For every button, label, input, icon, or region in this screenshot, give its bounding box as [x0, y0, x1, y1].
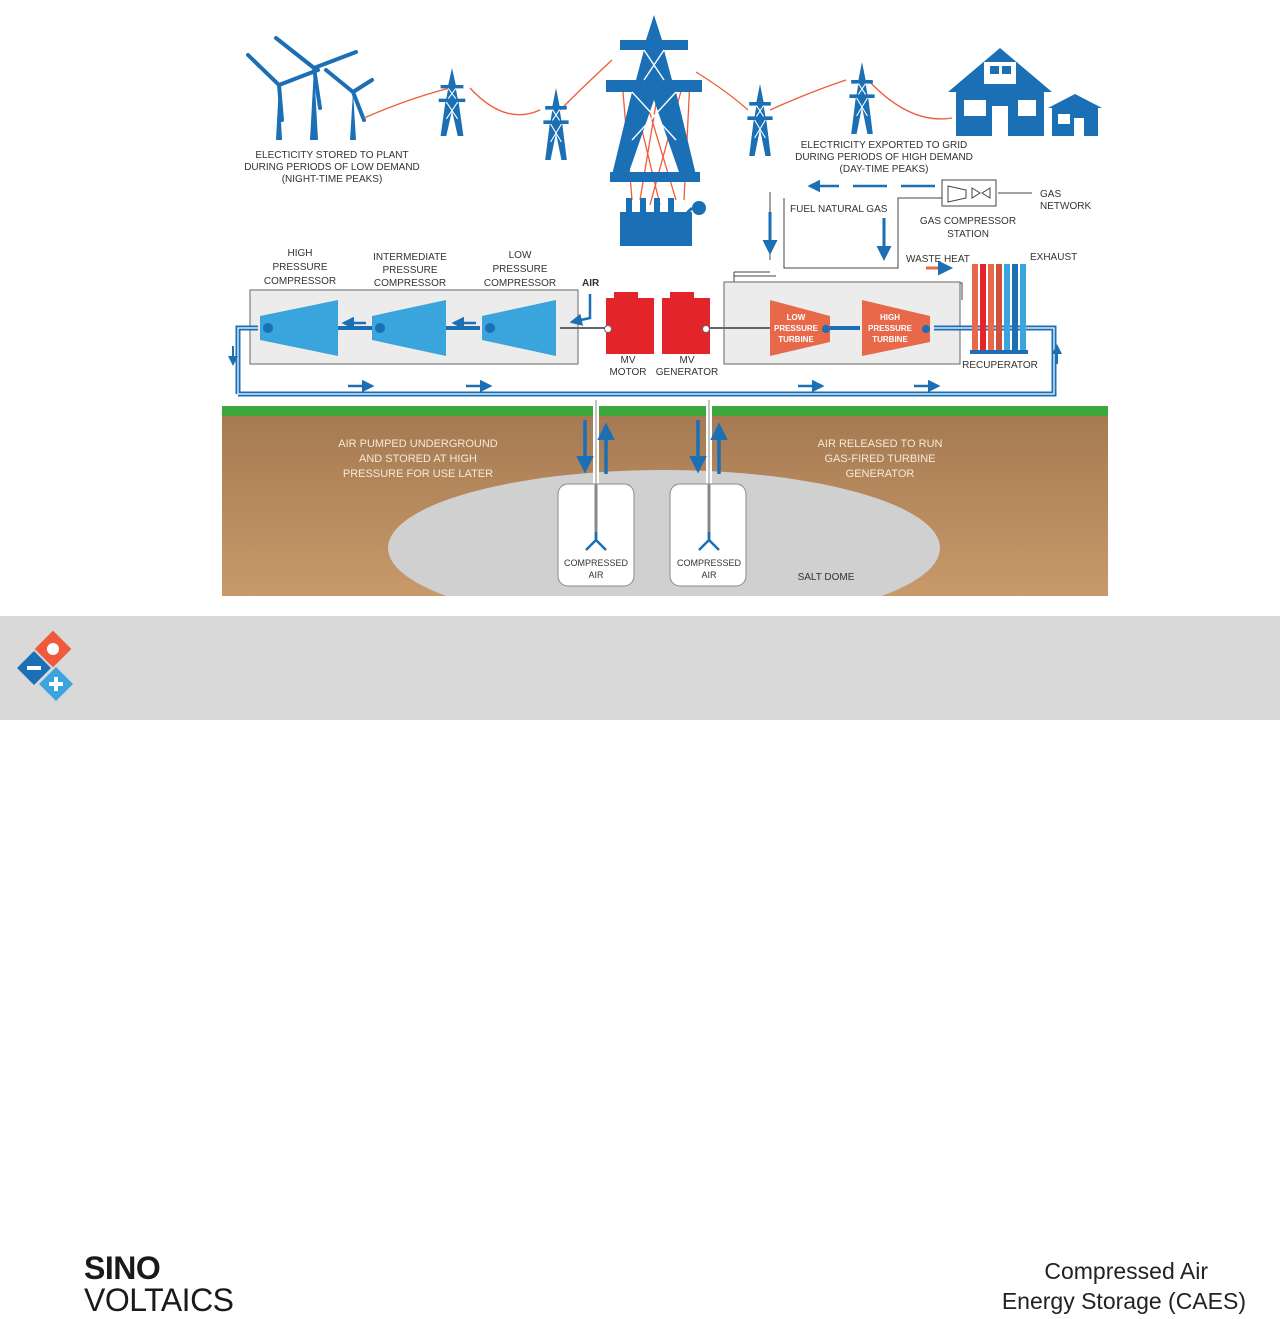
ip-compressor-label-1: INTERMEDIATE [373, 252, 447, 263]
exported-label-3: (DAY-TIME PEAKS) [840, 164, 929, 175]
pylon-main [606, 15, 702, 182]
ip-compressor-label-3: COMPRESSOR [374, 278, 446, 289]
salt-dome [388, 470, 940, 616]
high-pressure-turbine [862, 300, 930, 356]
hp-turbine-label-3: TURBINE [872, 335, 908, 344]
footer-bar: SINO VOLTAICS Compressed Air Energy Stor… [0, 616, 1280, 1318]
cavern-right-label-1: COMPRESSED [677, 558, 742, 568]
gas-station-label-1: GAS COMPRESSOR [920, 216, 1016, 227]
low-pressure-turbine [770, 300, 830, 356]
salt-dome-label: SALT DOME [798, 572, 855, 583]
exported-label-1: ELECTRICITY EXPORTED TO GRID [801, 140, 968, 151]
hp-compressor-label-3: COMPRESSOR [264, 276, 336, 287]
stored-label-2: DURING PERIODS OF LOW DEMAND [244, 162, 420, 173]
lp-compressor-label-2: PRESSURE [492, 264, 547, 275]
released-label-3: GENERATOR [846, 468, 915, 480]
sino-voltaics-logo-icon [17, 630, 73, 701]
motor-label-1: MV [621, 355, 636, 366]
wind-turbine-3 [324, 68, 374, 140]
generator-label-2: GENERATOR [656, 367, 718, 378]
stored-label-1: ELECTICITY STORED TO PLANT [255, 150, 408, 161]
pumped-label-3: PRESSURE FOR USE LATER [343, 468, 493, 480]
lp-compressor-label-3: COMPRESSOR [484, 278, 556, 289]
released-label-2: GAS-FIRED TURBINE [824, 453, 935, 465]
wind-turbine-1 [246, 53, 320, 140]
high-pressure-compressor [260, 300, 338, 356]
lp-turbine-label-3: TURBINE [778, 335, 814, 344]
waste-heat-label: WASTE HEAT [906, 254, 970, 265]
air-label: AIR [582, 278, 600, 289]
lp-compressor-label-1: LOW [509, 250, 532, 261]
hp-turbine-label-1: HIGH [880, 313, 900, 322]
pylon-4 [746, 83, 774, 157]
cavern-left-label-2: AIR [588, 570, 604, 580]
grass-strip [222, 406, 1108, 416]
mv-motor [604, 292, 654, 354]
compressor-symbol-icon [947, 185, 967, 203]
cavern-right-label-2: AIR [701, 570, 717, 580]
exhaust-label: EXHAUST [1030, 252, 1077, 263]
generator-label-1: MV [680, 355, 695, 366]
pumped-label-1: AIR PUMPED UNDERGROUND [338, 438, 498, 450]
brand-name-voltaics: VOLTAICS [84, 1282, 234, 1318]
recuperator-label: RECUPERATOR [962, 360, 1038, 371]
lp-turbine-label-1: LOW [787, 313, 806, 322]
wind-turbine-2 [274, 36, 358, 140]
ip-compressor-label-2: PRESSURE [382, 265, 437, 276]
house-icon [948, 48, 1102, 136]
gas-compressor-station [941, 179, 997, 207]
caes-diagram: ELECTICITY STORED TO PLANT DURING PERIOD… [222, 15, 1108, 616]
exported-label-2: DURING PERIODS OF HIGH DEMAND [795, 152, 973, 163]
mv-generator [662, 292, 710, 354]
gas-network-label-2: NETWORK [1040, 201, 1091, 212]
low-pressure-compressor [482, 300, 556, 356]
hp-compressor-label-1: HIGH [288, 248, 313, 259]
wind-turbines [246, 36, 374, 140]
recuperator [970, 264, 1028, 354]
gas-network-label-1: GAS [1040, 189, 1061, 200]
pylon-5 [848, 61, 876, 135]
released-label-1: AIR RELEASED TO RUN [818, 438, 943, 450]
fuel-natural-gas-label: FUEL NATURAL GAS [790, 204, 888, 215]
motor-label-2: MOTOR [609, 367, 646, 378]
diffuser-left-icon [585, 532, 607, 551]
pylon-1 [438, 67, 466, 137]
hp-turbine-label-2: PRESSURE [868, 324, 913, 333]
caption-line-1: Compressed Air [1044, 1258, 1208, 1284]
lp-turbine-label-2: PRESSURE [774, 324, 819, 333]
cavern-left-label-1: COMPRESSED [564, 558, 629, 568]
caption-line-2: Energy Storage (CAES) [1001, 1288, 1246, 1314]
air-intake-arrow [569, 294, 592, 326]
hp-compressor-label-2: PRESSURE [272, 262, 327, 273]
stored-label-3: (NIGHT-TIME PEAKS) [282, 174, 383, 185]
ground-clip [386, 596, 946, 616]
intermediate-pressure-compressor [372, 300, 446, 356]
valve-icon [971, 187, 991, 199]
diffuser-right-icon [698, 532, 720, 551]
pylon-2 [542, 87, 570, 161]
gas-station-label-2: STATION [947, 229, 989, 240]
transformer-icon [620, 198, 706, 246]
pumped-label-2: AND STORED AT HIGH [359, 453, 477, 465]
